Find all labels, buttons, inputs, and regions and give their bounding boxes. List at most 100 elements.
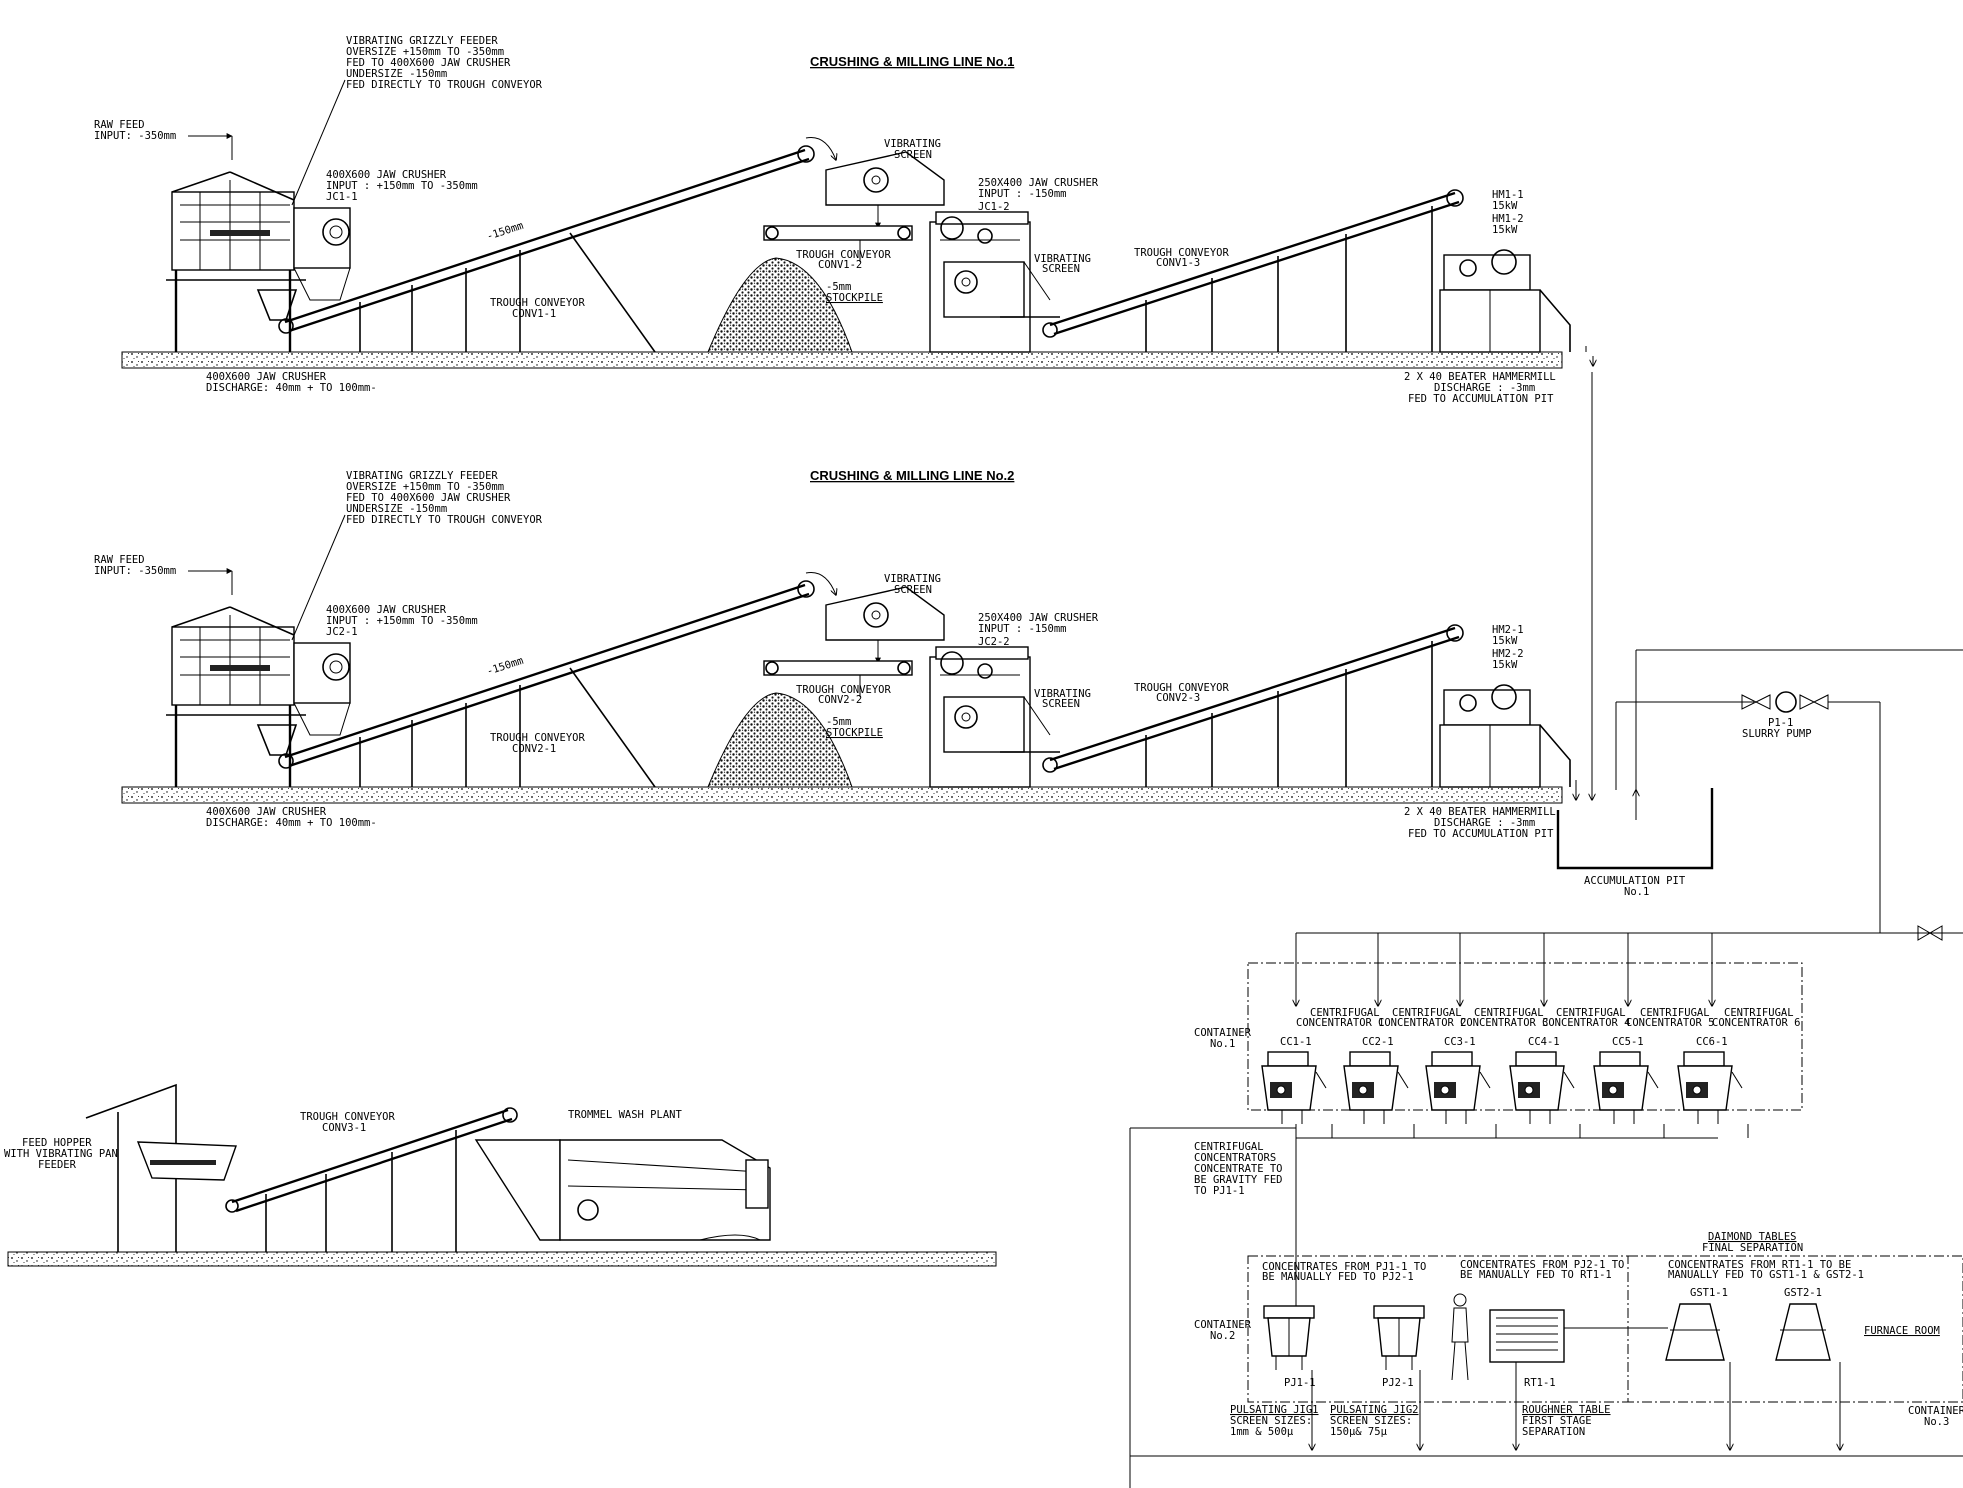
trommel-label: TROMMEL WASH PLANT (568, 1109, 682, 1121)
svg-text:TROUGH CONVEYOR: TROUGH CONVEYOR (1134, 247, 1230, 259)
svg-text:150μ& 75μ: 150μ& 75μ (1330, 1426, 1388, 1438)
svg-text:FEED HOPPER: FEED HOPPER (22, 1137, 92, 1149)
svg-text:CC5-1: CC5-1 (1612, 1036, 1644, 1048)
svg-text:VIBRATING: VIBRATING (884, 138, 941, 150)
svg-text:CENTRIFUGAL: CENTRIFUGAL (1194, 1141, 1264, 1153)
svg-text:400X600 JAW CRUSHER: 400X600 JAW CRUSHER (206, 806, 327, 818)
roughing-table-rt1 (1489, 1309, 1668, 1363)
svg-text:INPUT: -350mm: INPUT: -350mm (94, 130, 176, 142)
svg-text:INPUT : +150mm TO -350mm: INPUT : +150mm TO -350mm (326, 180, 478, 192)
svg-text:OVERSIZE +150mm TO -350mm: OVERSIZE +150mm TO -350mm (346, 481, 504, 493)
slurry-piping (1296, 372, 1963, 941)
svg-text:UNDERSIZE -150mm: UNDERSIZE -150mm (346, 68, 447, 80)
svg-text:JC1-2: JC1-2 (978, 201, 1010, 213)
svg-text:FED TO ACCUMULATION PIT: FED TO ACCUMULATION PIT (1408, 393, 1554, 405)
line-2-title: CRUSHING & MILLING LINE No.2 (810, 468, 1014, 483)
svg-text:STOCKPILE: STOCKPILE (826, 727, 883, 739)
crushing-line-2 (122, 514, 1570, 803)
line-1-conveyor-size: -150mm (485, 220, 525, 243)
gst1-table (1665, 1303, 1725, 1361)
svg-text:CENTRIFUGAL: CENTRIFUGAL (1640, 1007, 1710, 1019)
svg-text:RAW FEED: RAW FEED (94, 119, 145, 131)
svg-text:SLURRY PUMP: SLURRY PUMP (1742, 728, 1812, 740)
svg-text:CC2-1: CC2-1 (1362, 1036, 1394, 1048)
svg-text:VIBRATING: VIBRATING (1034, 688, 1091, 700)
svg-text:No.1: No.1 (1624, 886, 1649, 898)
svg-text:TROUGH CONVEYOR: TROUGH CONVEYOR (1134, 682, 1230, 694)
svg-text:STOCKPILE: STOCKPILE (826, 292, 883, 304)
cc-unit-2 (1343, 933, 1409, 1125)
svg-text:TROUGH CONVEYOR: TROUGH CONVEYOR (796, 684, 892, 696)
container-2 (1130, 1255, 1963, 1457)
svg-text:TO PJ1-1: TO PJ1-1 (1194, 1185, 1245, 1197)
svg-text:CONCENTRATOR 3: CONCENTRATOR 3 (1460, 1017, 1549, 1029)
gst2-tag: GST2-1 (1784, 1287, 1822, 1299)
svg-text:DISCHARGE : -3mm: DISCHARGE : -3mm (1434, 817, 1535, 829)
gst1-tag: GST1-1 (1690, 1287, 1728, 1299)
cc-unit-3 (1425, 933, 1491, 1125)
svg-text:FED TO ACCUMULATION PIT: FED TO ACCUMULATION PIT (1408, 828, 1554, 840)
svg-text:CONCENTRATOR 4: CONCENTRATOR 4 (1542, 1017, 1631, 1029)
svg-text:CONTAINER: CONTAINER (1908, 1405, 1963, 1417)
svg-text:1mm & 500μ: 1mm & 500μ (1230, 1426, 1294, 1438)
svg-text:P1-1: P1-1 (1768, 717, 1793, 729)
svg-text:TROUGH CONVEYOR: TROUGH CONVEYOR (796, 249, 892, 261)
svg-text:CONCENTRATES FROM PJ2-1 TO: CONCENTRATES FROM PJ2-1 TO (1460, 1259, 1624, 1271)
svg-text:2 X 40 BEATER HAMMERMILL: 2 X 40 BEATER HAMMERMILL (1404, 806, 1556, 818)
svg-text:HM1-1: HM1-1 (1492, 189, 1524, 201)
svg-text:FEEDER: FEEDER (38, 1159, 77, 1171)
svg-text:CONCENTRATORS: CONCENTRATORS (1194, 1152, 1276, 1164)
svg-text:CC3-1: CC3-1 (1444, 1036, 1476, 1048)
svg-text:FIRST STAGE: FIRST STAGE (1522, 1415, 1592, 1427)
svg-text:SCREEN: SCREEN (894, 149, 932, 161)
svg-text:INPUT : -150mm: INPUT : -150mm (978, 188, 1067, 200)
svg-text:RAW FEED: RAW FEED (94, 554, 145, 566)
svg-text:No.2: No.2 (1210, 1330, 1235, 1342)
svg-text:15kW: 15kW (1492, 200, 1518, 212)
svg-text:CONCENTRATOR 2: CONCENTRATOR 2 (1378, 1017, 1467, 1029)
svg-text:CONV2-3: CONV2-3 (1156, 692, 1200, 704)
svg-text:FINAL SEPARATION: FINAL SEPARATION (1702, 1242, 1803, 1254)
pj1-tag: PJ1-1 (1284, 1377, 1316, 1389)
svg-text:INPUT: -350mm: INPUT: -350mm (94, 565, 176, 577)
svg-text:BE GRAVITY FED: BE GRAVITY FED (1194, 1174, 1283, 1186)
svg-text:CENTRIFUGAL: CENTRIFUGAL (1724, 1007, 1794, 1019)
cc-unit-5 (1593, 933, 1659, 1125)
svg-text:SCREEN: SCREEN (894, 584, 932, 596)
svg-text:HM2-1: HM2-1 (1492, 624, 1524, 636)
svg-text:400X600 JAW CRUSHER: 400X600 JAW CRUSHER (326, 169, 447, 181)
container-1 (1129, 933, 1803, 1488)
svg-text:VIBRATING GRIZZLY FEEDER: VIBRATING GRIZZLY FEEDER (346, 470, 498, 482)
svg-text:CONV3-1: CONV3-1 (322, 1122, 366, 1134)
svg-text:DISCHARGE: 40mm + TO 100mm-: DISCHARGE: 40mm + TO 100mm- (206, 817, 377, 829)
svg-text:CENTRIFUGAL: CENTRIFUGAL (1392, 1007, 1462, 1019)
svg-text:CONCENTRATOR 6: CONCENTRATOR 6 (1712, 1017, 1801, 1029)
svg-text:CONTAINER: CONTAINER (1194, 1319, 1252, 1331)
svg-text:TROUGH CONVEYOR: TROUGH CONVEYOR (490, 297, 586, 309)
svg-text:-5mm: -5mm (826, 281, 851, 293)
svg-text:MANUALLY FED TO GST1-1 & GST2-: MANUALLY FED TO GST1-1 & GST2-1 (1668, 1269, 1864, 1281)
